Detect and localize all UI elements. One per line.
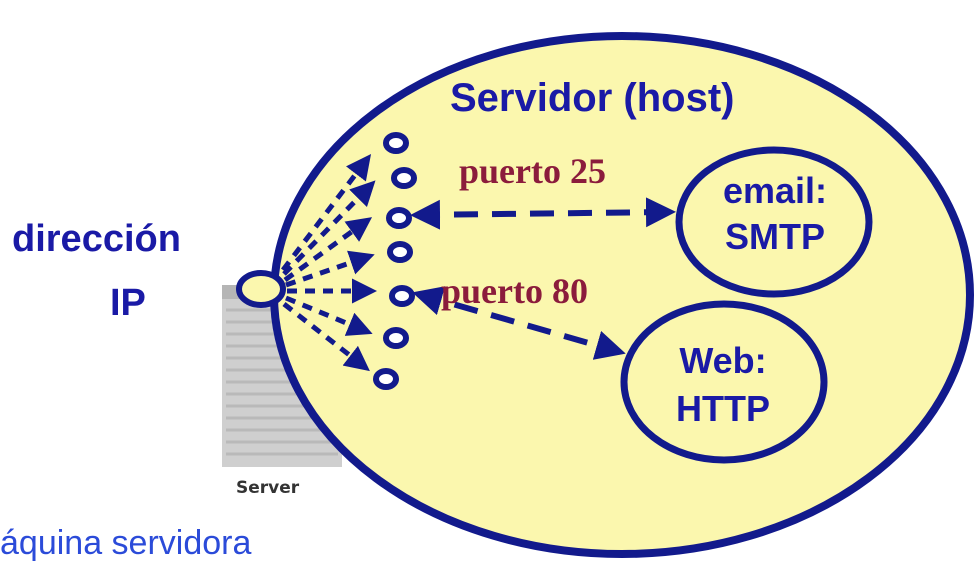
port25-smtp-arrow <box>410 197 676 230</box>
machine-caption: áquina servidora <box>0 524 252 562</box>
ip-label-line1: dirección <box>12 218 181 260</box>
server-icon-caption: Server <box>236 478 300 498</box>
email-service-line1: email: <box>722 170 828 211</box>
ip-address-socket <box>236 270 286 308</box>
ip-label-line2: IP <box>110 282 146 324</box>
email-service-line2: SMTP <box>724 216 825 257</box>
web-service-circle <box>620 300 828 464</box>
port-25-label: puerto 25 <box>459 151 606 191</box>
web-service-line2: HTTP <box>676 388 770 429</box>
port80-http-arrow <box>412 286 626 360</box>
port-arrows <box>281 154 377 372</box>
email-service-circle <box>675 146 873 298</box>
host-title: Servidor (host) <box>450 76 735 120</box>
web-service-line1: Web: <box>679 340 767 381</box>
port-80-label: puerto 80 <box>441 271 588 311</box>
port-sockets <box>373 132 417 390</box>
